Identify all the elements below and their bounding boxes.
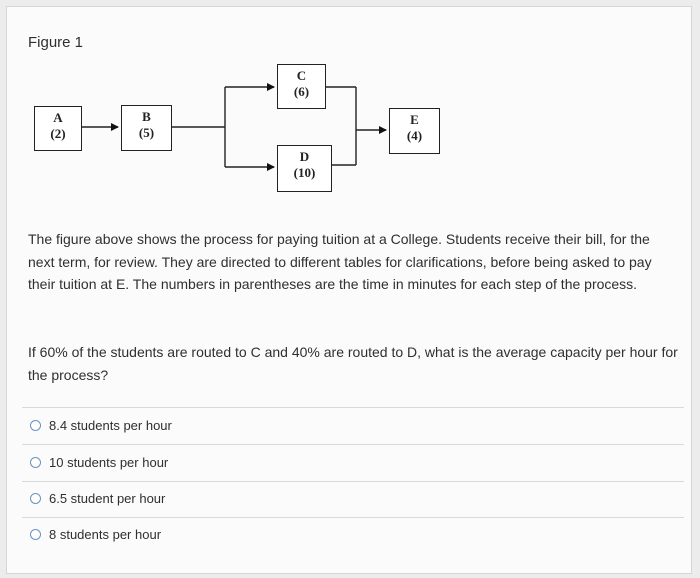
- process-flow-diagram: [82, 83, 387, 171]
- divider: [22, 444, 684, 445]
- step-a-box: A (2): [34, 106, 82, 151]
- step-e-time: (4): [406, 128, 423, 143]
- question-prompt: If 60% of the students are routed to C a…: [28, 344, 678, 383]
- answer-option-3[interactable]: 6.5 student per hour: [30, 489, 165, 507]
- radio-button[interactable]: [30, 419, 41, 431]
- answer-option-2[interactable]: 10 students per hour: [30, 453, 168, 471]
- divider: [22, 407, 684, 408]
- divider: [22, 517, 684, 518]
- step-d-time: (10): [293, 165, 316, 180]
- step-b-box: B (5): [121, 105, 172, 151]
- radio-button[interactable]: [30, 492, 41, 504]
- step-c-box: C (6): [277, 64, 326, 109]
- step-b-name: B: [142, 109, 151, 124]
- answer-option-label: 8.4 students per hour: [49, 417, 172, 433]
- question-panel: [6, 6, 692, 574]
- radio-button[interactable]: [30, 528, 41, 540]
- answer-option-label: 8 students per hour: [49, 526, 162, 542]
- answer-option-label: 6.5 student per hour: [49, 490, 166, 506]
- step-b-time: (5): [138, 125, 155, 140]
- step-a-name: A: [53, 110, 63, 125]
- step-e-name: E: [410, 112, 419, 127]
- figure-title: Figure 1: [28, 34, 84, 51]
- question-description: The figure above shows the process for p…: [28, 231, 652, 292]
- answer-option-label: 10 students per hour: [49, 454, 169, 470]
- step-e-box: E (4): [389, 108, 440, 154]
- step-c-name: C: [296, 68, 307, 83]
- divider: [22, 481, 684, 482]
- step-a-time: (2): [50, 126, 66, 141]
- step-d-name: D: [299, 149, 310, 164]
- answer-option-1[interactable]: 8.4 students per hour: [30, 416, 172, 434]
- radio-button[interactable]: [30, 456, 41, 468]
- answer-option-4[interactable]: 8 students per hour: [30, 525, 161, 543]
- step-c-time: (6): [293, 84, 310, 99]
- step-d-box: D (10): [277, 145, 332, 192]
